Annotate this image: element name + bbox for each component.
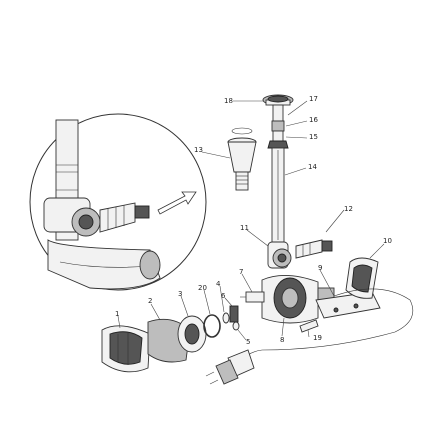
part-10-controller bbox=[345, 257, 379, 299]
label-9: 9 bbox=[318, 264, 322, 272]
label-12: 12 bbox=[344, 205, 353, 213]
label-16: 16 bbox=[309, 116, 318, 124]
part-8-pump-body bbox=[261, 275, 335, 324]
label-20: 20 bbox=[198, 284, 207, 292]
part-5-bushing bbox=[232, 321, 240, 331]
part-13-bell-nozzle bbox=[227, 127, 257, 191]
label-14: 14 bbox=[308, 163, 317, 171]
label-7: 7 bbox=[239, 268, 243, 276]
part-4-washer bbox=[222, 312, 230, 324]
part-6-rotor bbox=[229, 305, 239, 323]
part-19-clip bbox=[299, 319, 319, 333]
part-12-hose-adapter bbox=[295, 239, 333, 259]
leader-lines bbox=[117, 100, 385, 341]
detail-magnifier bbox=[29, 113, 207, 291]
power-plug bbox=[205, 349, 255, 385]
part-20-o-ring bbox=[203, 314, 221, 338]
label-8: 8 bbox=[280, 336, 284, 344]
label-5: 5 bbox=[246, 338, 250, 346]
part-labels: 18 17 16 15 14 13 12 11 10 9 7 8 19 1 2 … bbox=[115, 95, 392, 346]
label-13: 13 bbox=[194, 146, 203, 154]
part-3-front-cover bbox=[177, 315, 207, 353]
label-6: 6 bbox=[221, 292, 226, 300]
label-15: 15 bbox=[309, 133, 318, 141]
label-4: 4 bbox=[216, 280, 221, 288]
label-3: 3 bbox=[178, 290, 182, 298]
part-14-riser-tube bbox=[271, 147, 285, 243]
label-10: 10 bbox=[383, 237, 392, 245]
label-11: 11 bbox=[240, 224, 249, 232]
label-1: 1 bbox=[115, 310, 119, 318]
label-19: 19 bbox=[313, 334, 322, 342]
label-17: 17 bbox=[309, 95, 318, 103]
label-2: 2 bbox=[148, 297, 152, 305]
part-11-t-diverter bbox=[267, 241, 292, 269]
part-18-fountain-head bbox=[262, 94, 294, 106]
part-7-impeller bbox=[240, 291, 265, 303]
part-1-filter-cage bbox=[101, 325, 151, 373]
riser-fittings bbox=[267, 104, 289, 149]
label-18: 18 bbox=[224, 97, 233, 105]
